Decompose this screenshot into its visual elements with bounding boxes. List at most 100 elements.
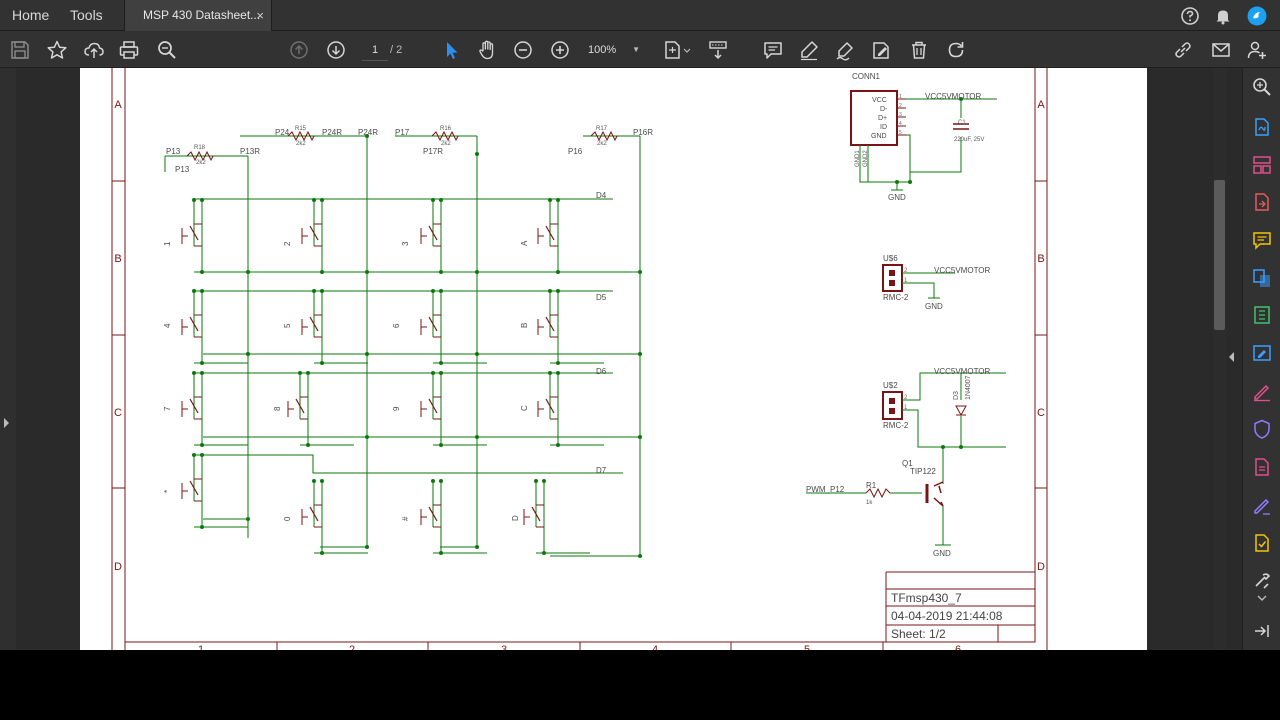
comment-icon[interactable] — [762, 39, 784, 61]
organize-pages-icon[interactable] — [1251, 154, 1273, 176]
save-icon[interactable] — [9, 39, 31, 61]
u2-ref: U$2 — [883, 381, 898, 390]
zoom-search-icon[interactable] — [1251, 76, 1273, 98]
keypad-switch — [181, 291, 248, 364]
junction-dot — [200, 198, 204, 202]
page-fit-icon[interactable] — [662, 39, 692, 61]
conn1-pin-number-1: 1 — [899, 94, 902, 100]
edit-pdf-icon[interactable] — [1251, 342, 1273, 364]
more-tools-icon[interactable] — [1251, 570, 1273, 592]
diode-type: 1N4007 — [965, 375, 972, 400]
junction-dot — [298, 371, 302, 375]
junction-dot — [320, 289, 324, 293]
comment-tool-icon[interactable] — [1251, 229, 1273, 251]
title-block-sheet: Sheet: 1/2 — [891, 627, 946, 641]
junction-dot — [638, 554, 642, 558]
combine-files-icon[interactable] — [1251, 267, 1273, 289]
stamp-edit-icon[interactable] — [870, 39, 892, 61]
scroll-mode-icon[interactable] — [707, 39, 729, 61]
email-icon[interactable] — [1210, 39, 1232, 61]
hand-tool-icon[interactable] — [476, 39, 498, 61]
u6-net: VCC5VMOTOR — [934, 266, 991, 275]
tab-document[interactable]: MSP 430 Datasheet... × — [124, 0, 272, 31]
previous-page-icon[interactable] — [288, 39, 310, 61]
junction-dot — [306, 371, 310, 375]
title-block: TFmsp430_7 04-04-2019 21:44:08 Sheet: 1/… — [885, 571, 1035, 642]
select-cursor-icon[interactable] — [440, 39, 462, 61]
junction-dot — [475, 545, 479, 549]
create-pdf-icon[interactable] — [1251, 116, 1273, 138]
key-d: D — [511, 515, 520, 521]
collapse-rail-icon[interactable] — [1251, 620, 1273, 642]
row-label-c-right: C — [1037, 407, 1045, 419]
bell-icon[interactable] — [1213, 6, 1233, 26]
key-1: 1 — [163, 241, 172, 246]
highlight-pen-icon[interactable] — [798, 39, 820, 61]
keypad-switch — [181, 200, 248, 273]
net-p13: P13 — [166, 147, 181, 156]
request-signature-icon[interactable] — [1251, 494, 1273, 516]
upload-cloud-icon[interactable] — [83, 39, 105, 61]
junction-dot — [200, 443, 204, 447]
keypad-switch — [537, 373, 604, 446]
collapse-right-panel-icon[interactable] — [1229, 352, 1234, 362]
tab-tools[interactable]: Tools — [70, 7, 103, 23]
conn1-gnd2: GND2 — [863, 150, 869, 167]
junction-dot — [365, 545, 369, 549]
print-icon[interactable] — [118, 39, 140, 61]
junction-dot — [431, 371, 435, 375]
share-user-icon[interactable] — [1246, 39, 1268, 61]
star-icon[interactable] — [46, 39, 68, 61]
junction-dot — [200, 453, 204, 457]
junction-dot — [548, 289, 552, 293]
r16-value: 2k2 — [441, 141, 451, 147]
next-page-icon[interactable] — [325, 39, 347, 61]
keypad-switches — [181, 200, 604, 554]
rail-scroll-down-icon[interactable] — [1251, 592, 1273, 604]
motor-net: VCC5VMOTOR — [934, 367, 991, 376]
key-7: 7 — [163, 406, 172, 411]
vertical-scrollbar[interactable] — [1213, 68, 1227, 650]
prepare-form-icon[interactable] — [1251, 456, 1273, 478]
r16-ref: R16 — [440, 126, 452, 132]
tab-document-label: MSP 430 Datasheet... — [143, 8, 261, 22]
motor-gnd: GND — [933, 549, 951, 558]
r17-ref: R17 — [596, 126, 608, 132]
scrollbar-thumb[interactable] — [1214, 180, 1225, 330]
send-for-review-icon[interactable] — [1251, 532, 1273, 554]
junction-dot — [439, 289, 443, 293]
link-tools-icon[interactable] — [1172, 39, 1194, 61]
diode-ref: D3 — [953, 391, 960, 400]
page-number-input[interactable]: 1 — [362, 39, 388, 61]
tab-home[interactable]: Home — [12, 7, 50, 23]
compress-pdf-icon[interactable] — [1251, 304, 1273, 326]
close-tab-icon[interactable]: × — [256, 8, 264, 23]
cap-value: 220uF, 25V — [954, 137, 984, 143]
keypad-wiring — [164, 135, 641, 557]
delete-icon[interactable] — [908, 39, 930, 61]
q1-ref: Q1 — [902, 459, 913, 468]
u6-ref: U$6 — [883, 254, 898, 263]
u6-gnd: GND — [925, 302, 943, 311]
junction-dot — [312, 479, 316, 483]
zoom-in-icon[interactable] — [549, 39, 571, 61]
r15-ref: R15 — [295, 126, 307, 132]
zoom-level-select[interactable]: 100% ▼ — [588, 39, 642, 61]
search-icon[interactable] — [156, 39, 178, 61]
conn1-pin-id: ID — [880, 124, 887, 131]
junction-dot — [439, 361, 443, 365]
draw-icon[interactable] — [834, 39, 856, 61]
junction-dot — [439, 443, 443, 447]
junction-dot — [439, 479, 443, 483]
expand-left-panel-icon[interactable] — [4, 418, 9, 428]
account-avatar-icon[interactable] — [1247, 6, 1267, 26]
junction-dot — [439, 551, 443, 555]
junction-dot — [548, 371, 552, 375]
zoom-out-icon[interactable] — [512, 39, 534, 61]
help-icon[interactable] — [1180, 6, 1200, 26]
export-pdf-icon[interactable] — [1251, 191, 1273, 213]
fill-sign-icon[interactable] — [1251, 380, 1273, 402]
junction-dot — [246, 517, 250, 521]
protect-shield-icon[interactable] — [1251, 418, 1273, 440]
rotate-icon[interactable] — [945, 39, 967, 61]
